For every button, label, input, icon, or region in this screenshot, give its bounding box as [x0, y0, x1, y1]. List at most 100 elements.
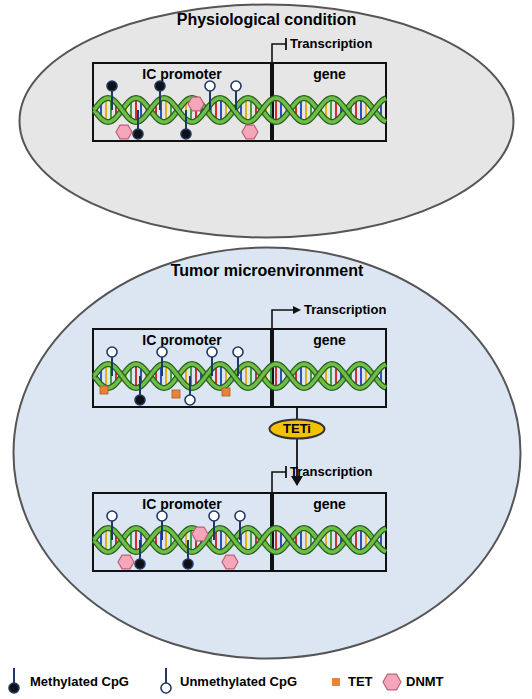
- base-pair: [245, 364, 247, 387]
- base-pair: [305, 98, 307, 121]
- legend-text: DNMT: [406, 674, 444, 689]
- base-pair: [235, 373, 237, 378]
- base-pair: [95, 373, 97, 378]
- base-pair: [320, 536, 322, 544]
- base-pair: [320, 372, 322, 380]
- condition-ellipse-outline: [20, 5, 514, 238]
- base-pair: [120, 539, 122, 542]
- transcription-label: Transcription: [290, 464, 372, 479]
- base-pair: [375, 537, 377, 542]
- legend-text: TET: [348, 674, 373, 689]
- dnmt-hexagon: [242, 125, 258, 139]
- base-pair: [140, 366, 142, 386]
- cpg-head: [161, 683, 171, 693]
- base-pair: [310, 102, 312, 119]
- base-pair: [285, 105, 287, 115]
- base-pair: [270, 100, 272, 120]
- base-pair: [160, 529, 162, 552]
- base-pair: [290, 375, 292, 378]
- unmethylated-cpg: [235, 511, 245, 540]
- base-pair: [165, 528, 167, 551]
- base-pair: [130, 366, 132, 386]
- dnmt-hexagon: [188, 97, 204, 111]
- base-pair: [130, 100, 132, 120]
- cpg-stem: [209, 91, 211, 110]
- base-pair: [105, 98, 107, 121]
- unmethylated-cpg: [107, 511, 117, 540]
- base-pair: [210, 534, 212, 547]
- dna-strand: [94, 98, 386, 122]
- base-pair: [295, 103, 297, 118]
- cpg-head: [231, 81, 241, 91]
- dna-strand: [94, 98, 386, 122]
- cpg-stem: [165, 668, 167, 684]
- active-transcription: [272, 306, 301, 328]
- arrow-head: [291, 476, 303, 486]
- base-pair: [315, 537, 317, 542]
- cpg-head: [9, 683, 19, 693]
- base-pair: [135, 528, 137, 552]
- methylated-cpg: [183, 540, 193, 569]
- base-pair: [325, 531, 327, 550]
- panel-title: Physiological condition: [18, 11, 515, 29]
- strand-edge: [94, 98, 386, 122]
- base-pair: [230, 106, 232, 114]
- base-pair: [365, 367, 367, 386]
- base-pair: [200, 534, 202, 547]
- base-pair: [220, 364, 222, 388]
- base-pair: [340, 104, 342, 117]
- base-pair: [305, 528, 307, 551]
- block-bar: [285, 466, 287, 478]
- base-pair: [155, 533, 157, 548]
- cpg-stem: [111, 91, 113, 110]
- base-pair: [255, 369, 257, 384]
- box-label: gene: [274, 496, 385, 512]
- base-pair: [275, 98, 277, 122]
- base-pair: [200, 104, 202, 117]
- base-pair: [125, 371, 127, 381]
- base-pair: [230, 536, 232, 544]
- base-pair: [330, 528, 332, 552]
- base-pair: [335, 365, 337, 387]
- cpg-head: [107, 347, 117, 357]
- base-pair: [250, 529, 252, 552]
- dna-strand: [94, 528, 386, 552]
- base-pair: [290, 109, 292, 112]
- cpg-stem: [161, 357, 163, 376]
- base-pair: [265, 371, 267, 381]
- base-pair: [185, 531, 187, 550]
- base-pair: [245, 528, 247, 551]
- base-pair: [140, 530, 142, 550]
- base-pair: [240, 532, 242, 549]
- panel-title: Tumor microenvironment: [12, 262, 522, 280]
- tet-square: [100, 386, 108, 394]
- base-pair: [335, 529, 337, 551]
- dna-strand: [94, 364, 386, 388]
- promoter-box: IC promoter: [92, 492, 272, 572]
- base-pair: [350, 370, 352, 383]
- block-bar: [285, 38, 287, 50]
- tet-square: [222, 388, 230, 396]
- base-pair: [260, 375, 262, 378]
- base-pair: [190, 528, 192, 552]
- base-pair: [255, 103, 257, 118]
- box-label: IC promoter: [94, 66, 270, 82]
- base-pair: [110, 529, 112, 552]
- base-pair: [145, 105, 147, 115]
- cpg-stem: [111, 521, 113, 540]
- dnmt-hexagon: [116, 125, 132, 139]
- base-pair: [330, 364, 332, 388]
- promoter-box: IC promoter: [92, 62, 272, 142]
- base-pair: [340, 534, 342, 547]
- arrow-shaft: [296, 406, 298, 478]
- base-pair: [145, 371, 147, 381]
- blocked-transcription: [272, 38, 286, 62]
- base-pair: [150, 539, 152, 542]
- cpg-stem: [235, 91, 237, 110]
- transcription-label: Transcription: [304, 302, 386, 317]
- methylated-cpg-sample: [9, 668, 19, 693]
- base-pair: [270, 366, 272, 386]
- base-pair: [290, 539, 292, 542]
- base-pair: [255, 533, 257, 548]
